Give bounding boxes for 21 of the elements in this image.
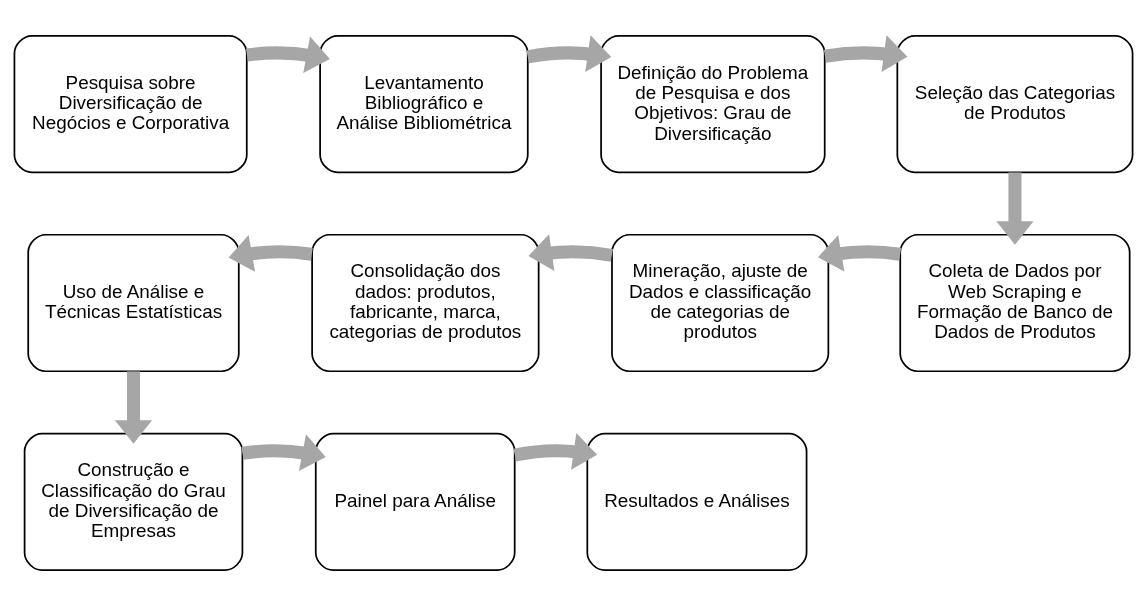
node-box: Pesquisa sobre Diversificação de Negócios e Corporativa [13, 34, 248, 174]
arrow [528, 234, 613, 272]
arrow [246, 36, 330, 74]
node-box: Definição do Problema de Pesquisa e dos Objetivos: Grau de Diversificação [600, 34, 826, 174]
arrow [513, 432, 598, 470]
node-box: Consolidação dos dados: produtos, fabricante, marca, categorias de produtos [311, 233, 540, 373]
arrow [526, 35, 612, 73]
arrow [818, 234, 902, 272]
node-box: Resultados e Análises [586, 432, 808, 572]
node-box: Uso de Análise e Técnicas Estatísticas [27, 233, 240, 373]
node-box: Construção e Classificação do Grau de Diversificação de Empresas [23, 432, 244, 572]
arrow [241, 434, 326, 471]
arrow [114, 371, 153, 444]
arrow [228, 235, 313, 272]
node-box: Seleção das Categorias de Produtos [896, 34, 1134, 174]
node-box: Painel para Análise [314, 432, 516, 572]
node-box: Mineração, ajuste de Dados e classificação de categorias de produtos [611, 233, 830, 373]
node-box: Levantamento Bibliográfico e Análise Bibliométrica [319, 34, 529, 174]
arrow [823, 35, 908, 73]
arrow [996, 172, 1034, 245]
node-box: Coleta de Dados por Web Scraping e Formação de Banco de Dados de Produtos [899, 233, 1131, 373]
